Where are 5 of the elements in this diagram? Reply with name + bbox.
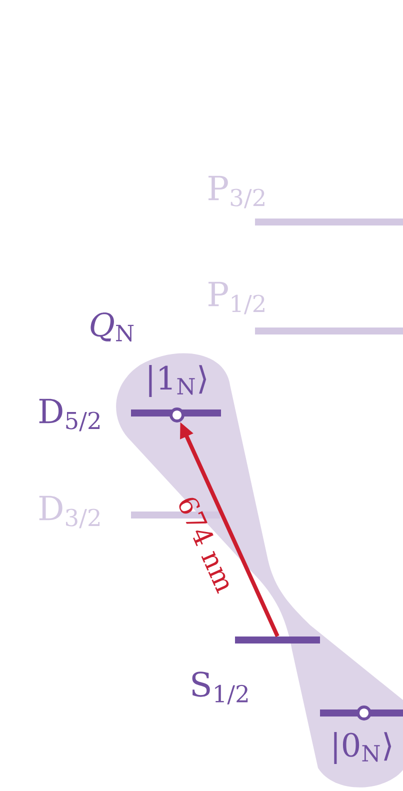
edge-label: 674 nm (179, 498, 229, 594)
node-label: Q$_{N}$ (90, 312, 134, 342)
node-label: S$_{1/2}$ (192, 672, 248, 704)
node-label: D$_{5/2}$ (39, 398, 100, 432)
energy-level: S$_{1/2}$ (192, 636, 320, 704)
